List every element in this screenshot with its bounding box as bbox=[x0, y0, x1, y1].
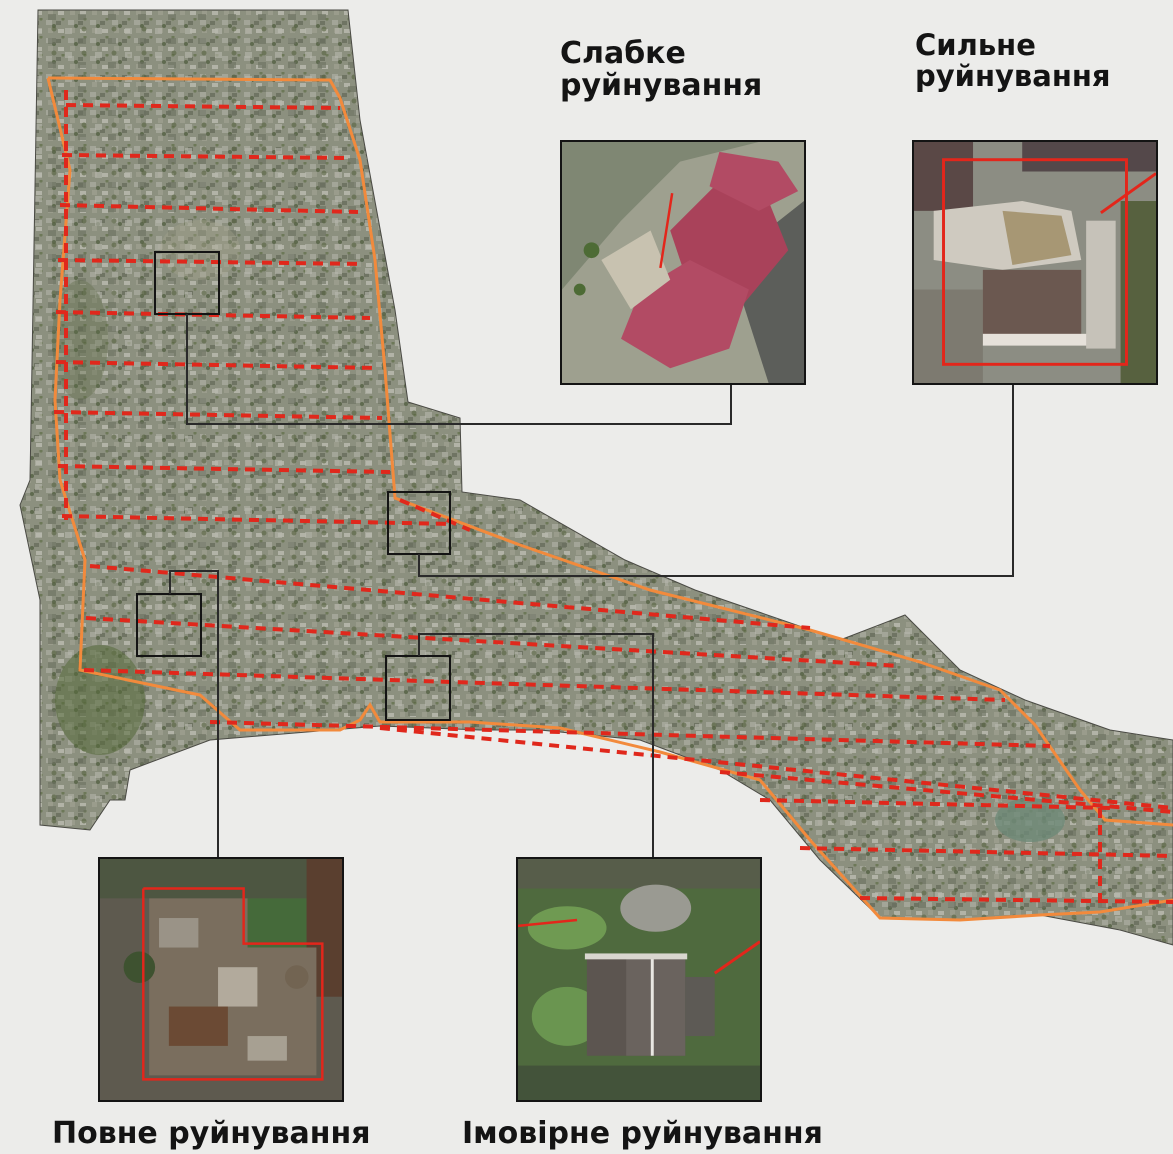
label-heavy-line2: руйнування bbox=[915, 59, 1111, 94]
red-arrow-icon bbox=[1100, 172, 1156, 215]
inset-full-destruction bbox=[98, 857, 344, 1102]
inset-probable-image bbox=[518, 859, 760, 1100]
district-boundary-lower bbox=[46, 77, 1173, 922]
label-slight-line1: Слабке bbox=[560, 36, 686, 71]
label-probable-damage: Імовірне руйнування bbox=[462, 1116, 823, 1151]
damage-outline-heavy bbox=[942, 158, 1128, 366]
inset-probable-damage bbox=[516, 857, 762, 1102]
inset-full-image bbox=[100, 859, 342, 1100]
district-boundary bbox=[47, 76, 1173, 827]
inset-heavy-image bbox=[914, 142, 1156, 383]
inset-slight-damage bbox=[560, 140, 806, 385]
inset-slight-image bbox=[562, 142, 804, 383]
leader-lines bbox=[169, 314, 1014, 858]
label-slight-line2: руйнування bbox=[560, 68, 763, 104]
label-full-destruction: Повне руйнування bbox=[52, 1116, 371, 1151]
damage-outline-full bbox=[142, 887, 324, 1081]
damage-pointer-slight bbox=[659, 192, 674, 269]
label-heavy-damage: Сильне руйнування bbox=[915, 28, 1111, 94]
leader-probable bbox=[418, 633, 654, 858]
label-heavy-line1: Сильне bbox=[915, 28, 1036, 62]
red-arrow-icon bbox=[713, 940, 760, 975]
leader-full bbox=[169, 570, 219, 858]
damage-pointer-probable-left bbox=[518, 918, 578, 928]
leader-heavy bbox=[418, 384, 1014, 577]
label-slight-damage: Слабке руйнування bbox=[560, 36, 763, 104]
terrain-area bbox=[19, 9, 1173, 946]
inset-heavy-damage bbox=[912, 140, 1158, 385]
leader-slight bbox=[186, 314, 732, 425]
